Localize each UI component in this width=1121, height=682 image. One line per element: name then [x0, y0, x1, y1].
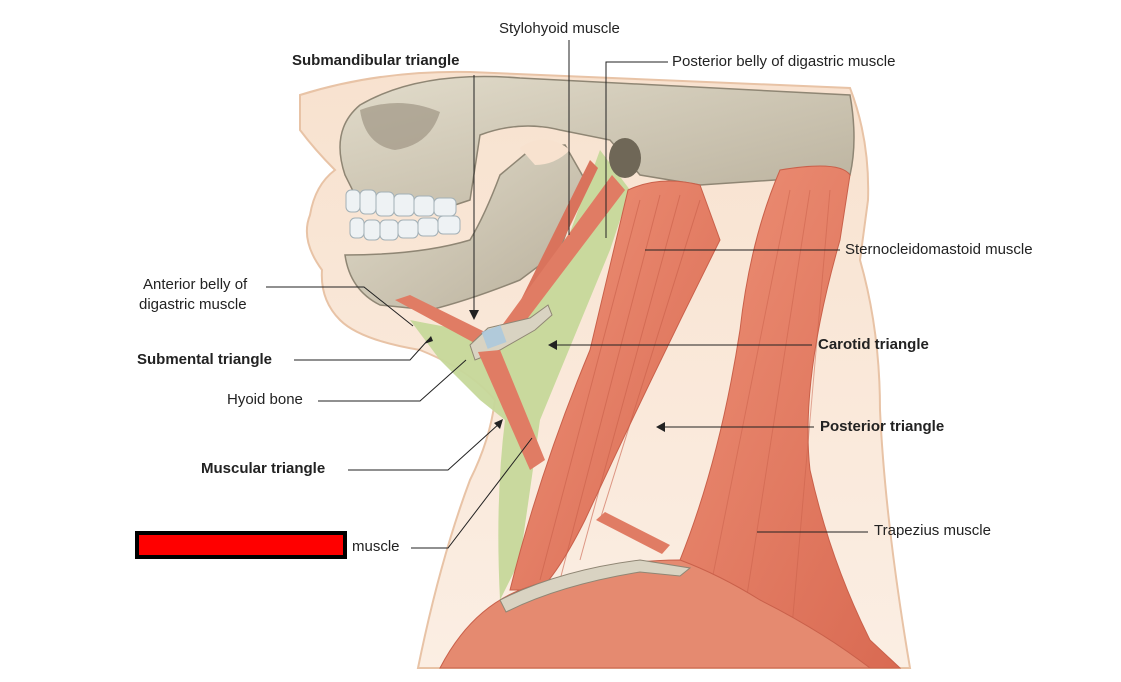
strap-muscle-shape — [478, 350, 545, 470]
label-anterior-digastric-line2: digastric muscle — [139, 296, 247, 313]
label-submental-triangle: Submental triangle — [137, 351, 273, 368]
label-trapezius: Trapezius muscle — [874, 522, 991, 539]
omohyoid-inferior-shape — [596, 512, 670, 554]
scm-fibers — [539, 194, 701, 581]
orbit — [360, 102, 440, 150]
arrow-submental — [424, 336, 433, 344]
posterior-digastric-shape — [500, 175, 625, 335]
arrow-muscular — [494, 419, 503, 429]
label-posterior-digastric: Posterior belly of digastric muscle — [672, 53, 896, 70]
leader-redacted-muscle — [411, 437, 533, 549]
leader-lines — [266, 40, 868, 549]
label-carotid-triangle: Carotid triangle — [818, 336, 929, 353]
label-posterior-triangle: Posterior triangle — [820, 418, 945, 435]
label-muscular-triangle: Muscular triangle — [201, 460, 326, 477]
mandible — [344, 144, 586, 311]
label-submandibular-triangle: Submandibular triangle — [292, 52, 460, 69]
teeth — [345, 189, 461, 241]
anterior-digastric-shape — [395, 295, 485, 346]
triangle-zone-green — [410, 150, 630, 600]
leader-hyoid — [318, 359, 467, 402]
mandible-notch — [520, 139, 570, 165]
leader-submental — [294, 339, 429, 361]
leader-posterior-digastric — [605, 61, 668, 238]
leader-anterior-digastric — [266, 286, 414, 327]
label-stylohyoid: Stylohyoid muscle — [499, 20, 620, 37]
arrowheads — [424, 310, 665, 432]
arrow-submandibular — [469, 310, 479, 320]
ear-canal — [609, 138, 641, 178]
arrow-carotid — [548, 340, 557, 350]
arrow-posterior-triangle — [656, 422, 665, 432]
label-sternocleidomastoid: Sternocleidomastoid muscle — [845, 241, 1033, 258]
redaction-box — [135, 531, 347, 559]
leader-muscular — [348, 422, 501, 471]
label-redacted-muscle-suffix: muscle — [352, 538, 400, 555]
label-hyoid-bone: Hyoid bone — [227, 391, 303, 408]
trapezius-fibers — [699, 189, 831, 651]
sternocleidomastoid-shape — [509, 180, 721, 591]
label-anterior-digastric-line1: Anterior belly of — [143, 276, 248, 293]
clavicle — [499, 559, 692, 613]
hyoid-tendon-loop — [481, 325, 507, 349]
